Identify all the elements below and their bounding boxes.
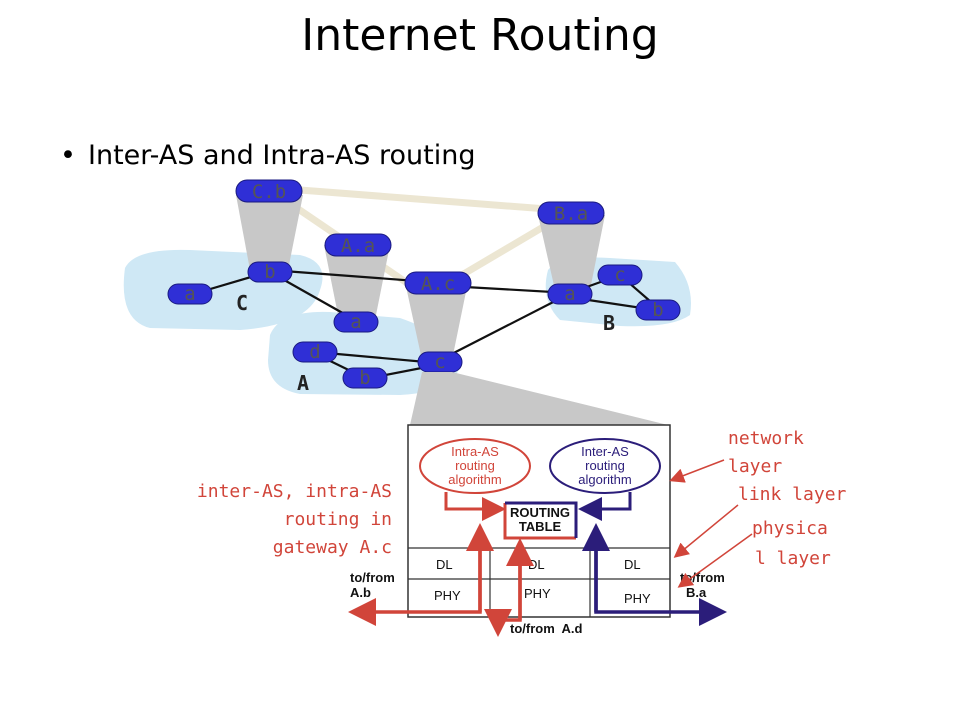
router-b-b[interactable]: b	[635, 299, 681, 321]
router-ba[interactable]: B.a	[537, 201, 605, 225]
svg-text:B.a: B.a	[554, 203, 588, 225]
svg-text:routing: routing	[455, 458, 495, 473]
svg-text:Intra-AS: Intra-AS	[451, 444, 499, 459]
gateway-ba-column	[538, 215, 605, 290]
gateway-aa-column	[324, 245, 390, 320]
link-layer-pointer	[673, 504, 739, 558]
svg-text:a: a	[564, 283, 575, 305]
to-from-ab-label: to/from	[350, 570, 395, 585]
svg-text:C.b: C.b	[252, 181, 286, 203]
inter-as-algorithm-box: Inter-AS routing algorithm	[549, 438, 661, 494]
phy-cell-mid: PHY	[524, 586, 551, 601]
to-from-ba-label: to/from	[680, 570, 725, 585]
svg-text:TABLE: TABLE	[519, 519, 562, 534]
router-a-c[interactable]: c	[417, 351, 463, 373]
link-layer-label: link layer	[738, 484, 847, 505]
intra-as-algorithm-box: Intra-AS routing algorithm	[419, 438, 531, 494]
phy-cell-left: PHY	[434, 588, 461, 603]
svg-text:routing: routing	[585, 458, 625, 473]
network-layer-label-2: layer	[728, 456, 782, 477]
svg-text:Inter-AS: Inter-AS	[581, 444, 629, 459]
zoom-wedge	[410, 372, 668, 425]
svg-text:algorithm: algorithm	[578, 472, 631, 487]
router-ac[interactable]: A.c	[404, 271, 472, 295]
dl-cell-left: DL	[436, 557, 453, 572]
network-layer-label: network	[728, 428, 804, 449]
routing-table-box: ROUTING TABLE	[503, 501, 578, 540]
link-cb-ba	[299, 186, 561, 214]
router-a-b[interactable]: b	[342, 367, 388, 389]
svg-text:b: b	[264, 261, 275, 283]
gateway-note-line-3: gateway A.c	[273, 537, 392, 558]
router-a-d[interactable]: d	[292, 341, 338, 363]
inter-flow-arrow	[578, 492, 632, 521]
slide-title: Internet Routing	[301, 10, 659, 61]
router-a-a[interactable]: a	[333, 311, 379, 333]
router-aa[interactable]: A.a	[324, 233, 392, 257]
svg-text:b: b	[652, 299, 663, 321]
router-b-a[interactable]: a	[547, 283, 593, 305]
gateway-note-line-1: inter-AS, intra-AS	[197, 481, 392, 502]
to-from-ad-label: to/from A.d	[510, 621, 583, 636]
gateway-note-line-2: routing in	[284, 509, 392, 530]
router-b-c[interactable]: c	[597, 264, 643, 286]
router-c-b[interactable]: b	[247, 261, 293, 283]
to-from-ab-label-2: A.b	[350, 585, 371, 600]
as-a-cloud	[268, 311, 460, 395]
gateway-detail: Intra-AS routing algorithm Inter-AS rout…	[348, 424, 727, 637]
svg-text:c: c	[434, 351, 445, 373]
physical-layer-pointer	[677, 533, 753, 588]
gateway-cb-column	[236, 195, 303, 270]
gateway-ac-column	[405, 282, 468, 360]
as-b-label: B	[603, 311, 615, 335]
svg-text:a: a	[350, 311, 361, 333]
network-layer-pointer	[669, 459, 725, 483]
svg-text:algorithm: algorithm	[448, 472, 501, 487]
intra-flow-arrow	[444, 492, 506, 521]
as-c-label: C	[236, 291, 248, 315]
router-c-a[interactable]: a	[167, 283, 213, 305]
bullet-text: Inter-AS and Intra-AS routing	[88, 140, 476, 171]
svg-text:ROUTING: ROUTING	[510, 505, 570, 520]
as-a-label: A	[297, 371, 309, 395]
svg-text:A.a: A.a	[341, 235, 375, 257]
physical-layer-label: physica	[752, 518, 828, 539]
dl-cell-mid: DL	[528, 557, 545, 572]
bullet-dot-icon: •	[60, 140, 76, 171]
bullet-item: • Inter-AS and Intra-AS routing	[60, 140, 476, 171]
svg-text:b: b	[359, 367, 370, 389]
router-cb[interactable]: C.b	[235, 179, 303, 203]
dl-cell-right: DL	[624, 557, 641, 572]
svg-text:c: c	[614, 264, 625, 286]
svg-text:a: a	[184, 283, 195, 305]
svg-text:A.c: A.c	[421, 273, 455, 295]
svg-text:d: d	[309, 341, 320, 363]
phy-cell-right: PHY	[624, 591, 651, 606]
physical-layer-label-2: l layer	[755, 548, 831, 569]
to-from-ba-label-2: B.a	[686, 585, 707, 600]
